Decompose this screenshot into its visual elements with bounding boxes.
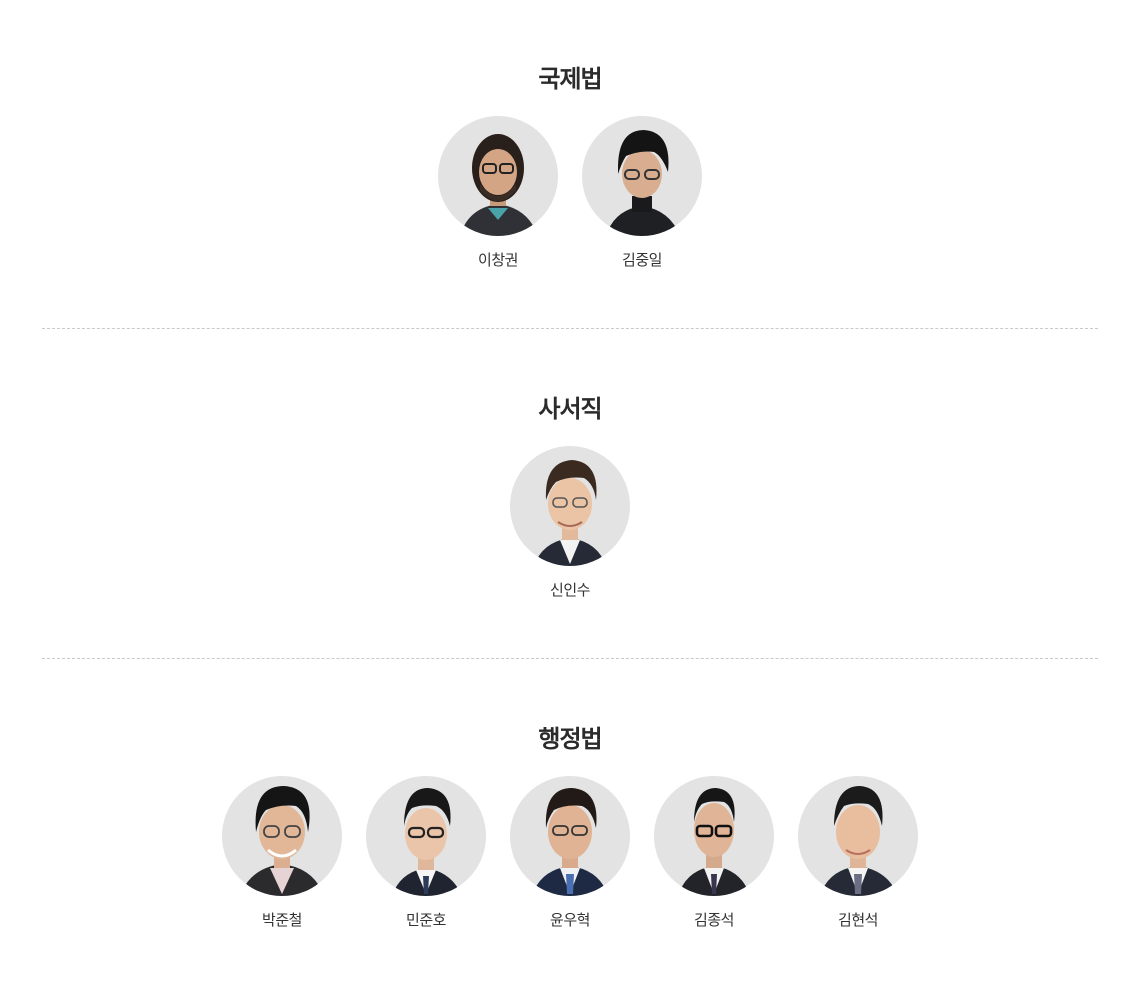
teacher-card[interactable]: 김현석	[798, 776, 918, 930]
portrait-icon	[532, 788, 608, 896]
teacher-name[interactable]: 김현석	[838, 911, 878, 929]
teacher-row-administrative-law: 박준철 민준호	[0, 776, 1140, 930]
teacher-portrait[interactable]	[510, 776, 630, 896]
portrait-icon	[460, 134, 538, 236]
portrait-icon	[820, 786, 898, 896]
teacher-portrait[interactable]	[438, 116, 558, 236]
teacher-portrait[interactable]	[798, 776, 918, 896]
teacher-name[interactable]: 윤우혁	[550, 911, 590, 929]
section-title-international-law: 국제법	[538, 65, 602, 93]
teacher-name[interactable]: 민준호	[406, 911, 446, 929]
teacher-card[interactable]: 신인수	[510, 446, 630, 600]
teacher-card[interactable]: 김중일	[582, 116, 702, 270]
teacher-row-international-law: 이창권 김중일	[0, 116, 1140, 270]
portrait-icon	[678, 788, 750, 896]
portrait-icon	[606, 130, 680, 236]
teacher-portrait[interactable]	[582, 116, 702, 236]
portrait-icon	[534, 460, 606, 566]
portrait-icon	[392, 788, 462, 896]
section-title-administrative-law: 행정법	[538, 725, 602, 753]
teacher-name[interactable]: 이창권	[478, 251, 518, 269]
teacher-portrait[interactable]	[654, 776, 774, 896]
section-divider	[42, 328, 1098, 329]
teacher-card[interactable]: 이창권	[438, 116, 558, 270]
teacher-card[interactable]: 박준철	[222, 776, 342, 930]
teacher-name[interactable]: 김종석	[694, 911, 734, 929]
section-title-librarian: 사서직	[538, 395, 602, 423]
section-divider	[42, 658, 1098, 659]
teacher-name[interactable]: 신인수	[550, 581, 590, 599]
teacher-row-librarian: 신인수	[0, 446, 1140, 600]
teacher-portrait[interactable]	[366, 776, 486, 896]
teacher-portrait[interactable]	[222, 776, 342, 896]
teacher-name[interactable]: 김중일	[622, 251, 662, 269]
teacher-card[interactable]: 민준호	[366, 776, 486, 930]
teacher-card[interactable]: 윤우혁	[510, 776, 630, 930]
teacher-name[interactable]: 박준철	[262, 911, 302, 929]
teacher-portrait[interactable]	[510, 446, 630, 566]
teacher-card[interactable]: 김종석	[654, 776, 774, 930]
portrait-icon	[240, 786, 324, 896]
